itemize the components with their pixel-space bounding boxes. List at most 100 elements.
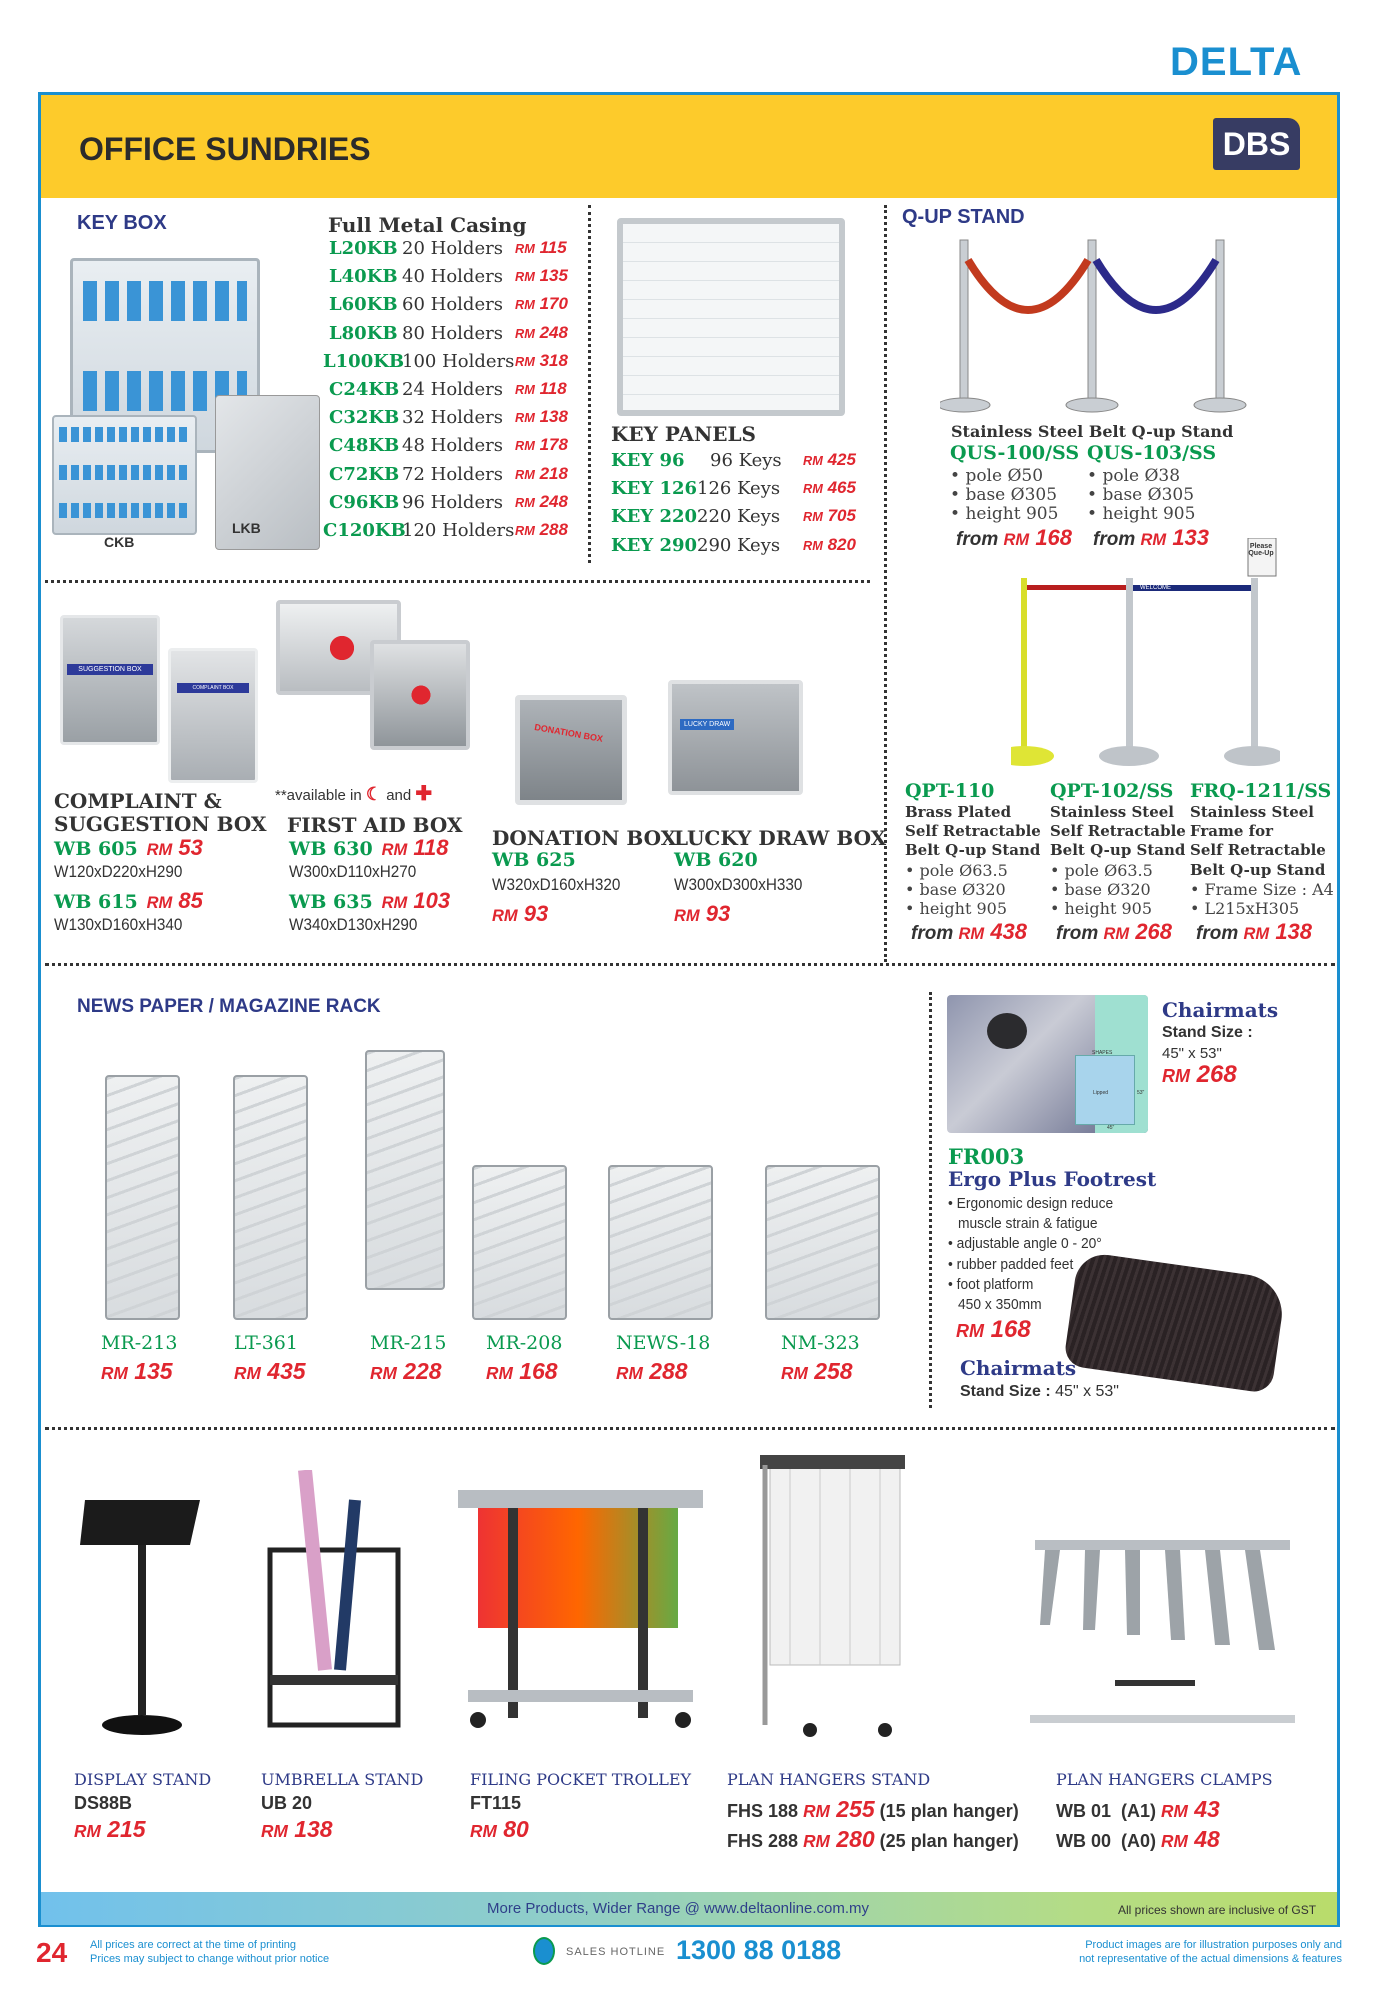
price-value: 48 — [1194, 1826, 1220, 1852]
lkb-label: LKB — [232, 520, 261, 536]
price-value: 215 — [107, 1816, 146, 1842]
key-box-holders: 40 Holders — [402, 266, 503, 288]
plan-clamp-row: WB 00 (A0) RM 48 — [1056, 1826, 1220, 1853]
box-dims: W340xD130xH290 — [289, 915, 418, 934]
rack-code: NEWS-18 — [616, 1332, 711, 1354]
key-panel-code: KEY 290 — [611, 534, 698, 556]
retract-stand-code: QPT-110 — [905, 780, 995, 802]
key-panel-code: KEY 96 — [611, 450, 685, 471]
retract-desc: Belt Q-up Stand — [1050, 841, 1186, 860]
image-note-line: not representative of the actual dimensi… — [1079, 1953, 1342, 1965]
price: RM 258 — [781, 1358, 853, 1384]
key-box-holders: 24 Holders — [402, 379, 503, 400]
currency: RM — [1161, 1801, 1188, 1821]
key-box-holders: 32 Holders — [402, 407, 503, 429]
disclaimer-line: Prices may subject to change without pri… — [90, 1953, 330, 1965]
spec-item: • base Ø320 — [1050, 879, 1151, 899]
spec-text: L215xH305 — [1204, 899, 1300, 918]
retractable-stand-image — [994, 537, 1284, 774]
price-value: 93 — [523, 901, 549, 926]
price: RM 168 — [1004, 525, 1073, 550]
price-value: 248 — [539, 491, 568, 511]
rack-image — [365, 1050, 445, 1290]
donation-box-image: DONATION BOX — [515, 695, 627, 805]
currency: RM — [146, 841, 173, 859]
price-value: 85 — [178, 888, 203, 913]
chairmat-size: 45" x 53" — [1162, 1045, 1222, 1062]
chairmat-height-label: 53" — [1137, 1090, 1145, 1096]
currency: RM — [370, 1363, 397, 1383]
price: RM 48 — [1161, 1826, 1220, 1852]
belt-stand-label: Stainless Steel Belt Q-up Stand — [951, 422, 1234, 441]
price-value: 118 — [539, 379, 567, 398]
q-up-stand-title: Q-UP STAND — [902, 206, 1025, 228]
key-box-code: L20KB — [329, 238, 398, 259]
key-box-code: L60KB — [329, 294, 398, 316]
feature-item: • adjustable angle 0 - 20° — [948, 1235, 1102, 1253]
delta-logo: DELTA — [1170, 40, 1302, 85]
spec-item: • pole Ø63.5 — [905, 860, 1008, 880]
lucky-draw-box-image: LUCKY DRAW — [668, 680, 803, 795]
belt-stand-code: QUS-103/SS — [1087, 442, 1217, 464]
plan-stand-row: FHS 288 RM 280 (25 plan hanger) — [727, 1826, 1019, 1853]
price-value: 318 — [539, 350, 568, 370]
spec-text: pole Ø63.5 — [1064, 860, 1153, 880]
price-value: 115 — [539, 238, 567, 257]
feature-item: • foot platform — [948, 1275, 1034, 1293]
currency: RM — [1003, 531, 1030, 549]
currency: RM — [381, 841, 408, 859]
price: RM 215 — [74, 1816, 146, 1842]
retract-desc: Self Retractable — [1050, 822, 1186, 841]
retract-stand-price: from RM 138 — [1196, 919, 1312, 945]
bottom-product-title: UMBRELLA STAND — [261, 1770, 424, 1789]
complaint-box-title: COMPLAINT & SUGGESTION BOX — [54, 790, 267, 836]
price-value: 138 — [294, 1816, 333, 1842]
available-note-text: **available in — [275, 787, 362, 804]
display-stand-image — [80, 1500, 205, 1740]
complaint-box-label: COMPLAINT BOX — [177, 683, 249, 693]
price: RM 118 — [515, 379, 567, 398]
price-value: 168 — [519, 1358, 558, 1384]
currency: RM — [803, 453, 823, 468]
spec-text: base Ø320 — [1064, 879, 1151, 899]
umbrella-stand-image — [265, 1469, 405, 1740]
chairmat2-title: Chairmats — [960, 1356, 1077, 1380]
price-value: 288 — [539, 520, 568, 539]
feature-item: 450 x 350mm — [958, 1296, 1042, 1313]
complaint-box-image: COMPLAINT BOX — [168, 648, 258, 783]
price-value: 138 — [1275, 919, 1313, 944]
key-panels-title: KEY PANELS — [611, 422, 756, 446]
price-value: 255 — [836, 1796, 875, 1822]
price: RM 178 — [515, 435, 568, 454]
price: RM 288 — [515, 520, 568, 539]
chairmat2-size: Stand Size : 45" x 53" — [960, 1383, 1119, 1401]
hotline-number[interactable]: 1300 88 0188 — [676, 1935, 842, 1965]
image-disclaimer: Product images are for illustration purp… — [1079, 1938, 1342, 1966]
chairmat-shapes-label: SHAPES — [1092, 1050, 1113, 1056]
chairmat-width-label: 45" — [1107, 1125, 1115, 1131]
price: RM 465 — [803, 478, 856, 497]
price-value: 135 — [539, 266, 568, 286]
price: RM 168 — [486, 1358, 558, 1384]
key-panel-keys: 290 Keys — [697, 534, 781, 556]
currency: RM — [616, 1363, 643, 1383]
footer-website-link[interactable]: More Products, Wider Range @ www.deltaon… — [487, 1900, 870, 1917]
currency: RM — [381, 894, 408, 912]
price-value: 218 — [539, 463, 568, 483]
retract-desc: Stainless Steel — [1050, 803, 1174, 821]
bottom-product-code: FT115 — [470, 1793, 522, 1813]
box-code: WB 625 — [492, 849, 576, 871]
rack-image — [105, 1075, 180, 1320]
key-box-holders: 80 Holders — [402, 322, 503, 344]
rack-image — [765, 1165, 880, 1320]
logo-text: DELTA — [1170, 40, 1303, 84]
divider — [45, 963, 1335, 966]
donation-box-title: DONATION BOX — [492, 826, 677, 850]
spec-text: base Ø320 — [919, 879, 1006, 899]
key-box-holders: 48 Holders — [402, 435, 503, 457]
currency: RM — [146, 894, 173, 912]
bottom-product-title: DISPLAY STAND — [74, 1770, 212, 1789]
currency: RM — [515, 494, 535, 510]
image-note-line: Product images are for illustration purp… — [1085, 1939, 1342, 1951]
key-panel-keys: 126 Keys — [697, 478, 781, 500]
